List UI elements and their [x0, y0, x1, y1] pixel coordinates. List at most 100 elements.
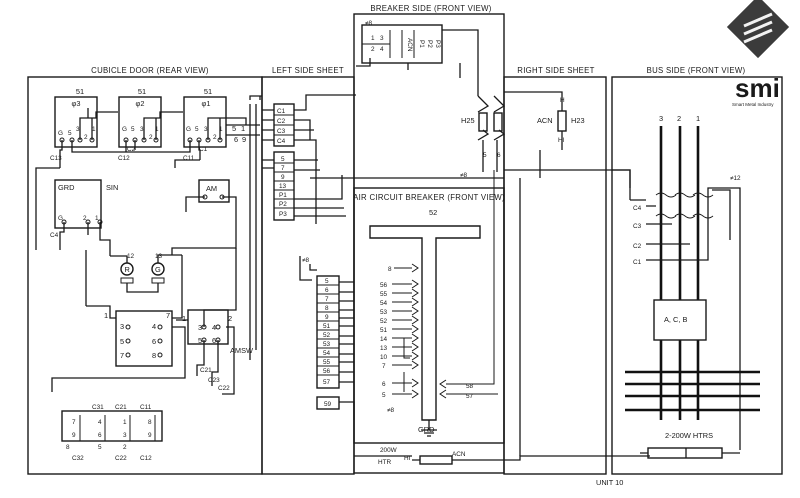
ls-7: 7: [281, 165, 285, 172]
plug-p3: P3: [434, 40, 441, 48]
plug-acn: ACN: [406, 38, 413, 52]
bus-side-frame: [611, 76, 783, 475]
h25-element-b: [493, 112, 503, 132]
logo-tagline: Smart Metal Industry: [732, 102, 774, 107]
sw-side: 7: [166, 311, 170, 320]
acb-t-52: 52: [323, 332, 331, 339]
amsw-1: 1: [182, 314, 186, 323]
grd-term-2: 2: [83, 215, 87, 222]
bus-acb-label: A, C, B: [664, 315, 687, 324]
acb-t-9: 9: [325, 314, 329, 321]
amsw-label: AMSW: [230, 346, 253, 355]
tb-6: 6: [98, 432, 102, 439]
tb-5: 5: [98, 444, 102, 451]
left-terminal-mid: 5 7 9 13 P1 P2 P3: [273, 151, 295, 221]
relay-label-c11: C11: [183, 155, 195, 162]
acb-right-contacts: 58 57: [439, 170, 498, 400]
relay-label-c1: C1: [199, 146, 208, 153]
lamp-r: R 12: [120, 253, 135, 284]
acb-left-marker: ≠8: [302, 257, 310, 264]
left-bundle: [249, 95, 262, 360]
acb-c-14: 14: [380, 336, 388, 343]
lamp-r-base: [120, 277, 134, 284]
acb-c-10: 10: [380, 354, 388, 361]
ls-c4: C4: [277, 138, 286, 145]
heater-wiring: [354, 455, 650, 461]
bus-heaters: 2-200W HTRS: [665, 431, 713, 440]
acb-contacts: 52: [369, 208, 481, 421]
grd-label: GRD: [58, 183, 74, 192]
acb-59-block: 59: [316, 396, 340, 410]
acb-t-7: 7: [325, 296, 329, 303]
bus-acb-box: [653, 299, 707, 341]
acb-c-51: 51: [380, 327, 388, 334]
heater-element: [419, 455, 453, 465]
terminal: [157, 324, 163, 330]
relay-term-5: 5: [195, 126, 199, 133]
bus-cts: C4 C3 C2 C1: [633, 187, 741, 450]
relay-term-g: G: [186, 126, 191, 133]
plug-marker: ≠8: [365, 20, 373, 27]
sw-4: 4: [152, 322, 156, 331]
tb-bottom-c12: C12: [140, 455, 152, 462]
plug-4: 4: [380, 46, 384, 53]
cubicle-door-title: CUBICLE DOOR (REAR VIEW): [91, 66, 209, 75]
terminal: [215, 324, 221, 330]
terminal: [157, 338, 163, 344]
plug-3: 3: [380, 35, 384, 42]
breaker-side-frame: [353, 13, 505, 474]
sw-8: 8: [152, 351, 156, 360]
am-label: AM: [206, 184, 217, 193]
acb-c-6: 6: [382, 381, 386, 388]
tb-rows: [274, 114, 294, 136]
ct-c1: C1: [633, 259, 642, 266]
sw-5: 5: [120, 337, 124, 346]
door-terminal-block: C31 C21 C11 7 4 1 8 9 6 3 8 5 2 9 C32 C2…: [61, 404, 163, 462]
tb-2: 2: [123, 444, 127, 451]
unit-label: UNIT 10: [596, 478, 623, 487]
plug-dividers: [362, 30, 415, 58]
acb-terminal-strip: ≠8 5 6 7 8 9 51 52 53 54 55 56 57: [302, 257, 340, 389]
tb-7: 7: [72, 419, 76, 426]
h23-wiring: [504, 91, 563, 456]
terminal: [125, 338, 131, 344]
plug-wiring: [356, 29, 479, 96]
relay-term-1: 1: [155, 126, 159, 133]
h25-5: 5: [483, 152, 487, 159]
acb-c-52: 52: [380, 318, 388, 325]
relay-label-c2: C2: [127, 146, 136, 153]
acb-c-5: 5: [382, 392, 386, 399]
acb-c-57r: 57: [466, 393, 474, 400]
plug-p2: P2: [426, 40, 433, 48]
relay-term-2: 2: [213, 134, 217, 141]
relay-term-2: 2: [84, 134, 88, 141]
sw-7: 7: [120, 351, 124, 360]
h25-contacts: [477, 95, 506, 141]
relay-side-term: 1: [241, 124, 245, 133]
c4-label: C4: [50, 232, 59, 239]
sw-1: 1: [104, 311, 108, 320]
lamp-r-letter: R: [125, 265, 130, 274]
am-wiring: [171, 196, 237, 255]
relay-number: 51: [76, 87, 84, 96]
heater-label-htr: HTR: [378, 459, 392, 466]
acb-t-54: 54: [323, 350, 331, 357]
amsw-2: 2: [228, 314, 232, 323]
overcurrent-relay-3: 51 φ3 G 5 3 2 1: [54, 87, 98, 148]
acb-c-53: 53: [380, 309, 388, 316]
right-wiring: [504, 169, 631, 188]
acb-c-54: 54: [380, 300, 388, 307]
relay-side-term: 5: [232, 124, 236, 133]
ct-c2: C2: [633, 243, 642, 250]
amsw-4: 4: [212, 323, 216, 332]
heater-acn: ACN: [452, 451, 466, 458]
overcurrent-relay-2: 51 φ2 G 5 3 2 1: [118, 87, 162, 148]
c23-label: C23: [208, 377, 220, 384]
right-contact-wiring: [439, 170, 498, 399]
bus-heater-bar: [640, 447, 740, 459]
plug-p1: P1: [418, 40, 425, 48]
acb-t-51: 51: [323, 323, 331, 330]
ls-c1: C1: [277, 108, 286, 115]
tb-box: [61, 410, 163, 442]
acb-c-13: 13: [380, 345, 388, 352]
